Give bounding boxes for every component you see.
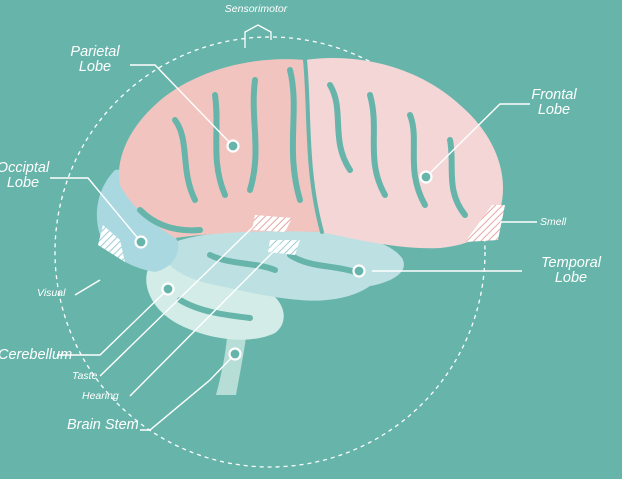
parietal-lobe-region: [118, 59, 320, 239]
label-parietal-lobe: Parietal Lobe: [70, 44, 120, 76]
hearing-area: [268, 240, 300, 255]
occipital-dot: [134, 235, 148, 249]
label-hearing: Hearing: [82, 390, 119, 402]
central-sulcus: [303, 58, 324, 234]
label-occipital-lobe: Occiptal Lobe: [0, 160, 50, 192]
label-taste: Taste: [72, 370, 98, 382]
label-smell: Smell: [540, 216, 567, 228]
smell-area: [465, 205, 505, 242]
label-temporal-lobe: Temporal Lobe: [541, 255, 601, 287]
temporal-dot: [352, 264, 366, 278]
frontal-dot: [419, 170, 433, 184]
brain-stem-dot: [228, 347, 242, 361]
label-sensorimotor: Sensorimotor: [224, 3, 288, 15]
label-cerebellum: Cerebellum: [0, 347, 73, 363]
label-brain-stem: Brain Stem: [67, 417, 139, 433]
visual-area: [98, 225, 125, 262]
marker-dots: [134, 139, 433, 361]
brain-folds: [137, 67, 468, 321]
label-visual: Visual: [37, 287, 66, 299]
label-frontal-lobe: Frontal Lobe: [531, 87, 577, 119]
sensorimotor-circle: [54, 36, 486, 468]
cerebellum-dot: [161, 282, 175, 296]
frontal-lobe-region: [305, 57, 504, 249]
parietal-dot: [226, 139, 240, 153]
sensorimotor-marker: [244, 24, 272, 48]
temporal-lobe-region: [164, 230, 404, 301]
leader-lines: [50, 64, 537, 431]
taste-area: [252, 215, 292, 232]
